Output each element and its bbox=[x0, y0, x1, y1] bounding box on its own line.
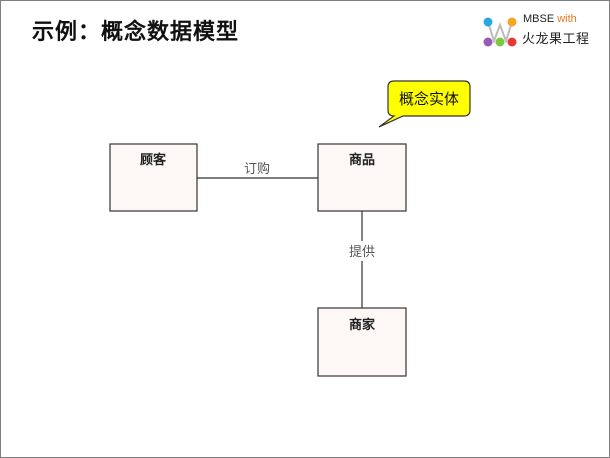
relation-label-supply: 提供 bbox=[349, 244, 375, 260]
relation-label-supply-bg bbox=[343, 241, 381, 261]
logo-with-text: with bbox=[557, 13, 577, 25]
entity-customer[interactable]: 顾客 bbox=[109, 143, 198, 212]
entity-customer-label: 顾客 bbox=[140, 152, 167, 168]
logo-m-icon bbox=[483, 17, 517, 47]
logo-mbse-text: MBSE bbox=[523, 13, 555, 25]
relation-label-order: 订购 bbox=[244, 161, 270, 177]
entity-merchant[interactable]: 商家 bbox=[317, 307, 407, 377]
entity-product[interactable]: 商品 bbox=[317, 143, 407, 212]
page-title: 示例：概念数据模型 bbox=[32, 20, 240, 45]
logo-company-name: 火龙果工程 bbox=[522, 32, 590, 47]
entity-merchant-label: 商家 bbox=[349, 317, 376, 333]
entity-product-label: 商品 bbox=[349, 152, 375, 168]
callout-label: 概念实体 bbox=[399, 90, 459, 108]
callout-concept-entity[interactable]: 概念实体 bbox=[378, 80, 471, 128]
